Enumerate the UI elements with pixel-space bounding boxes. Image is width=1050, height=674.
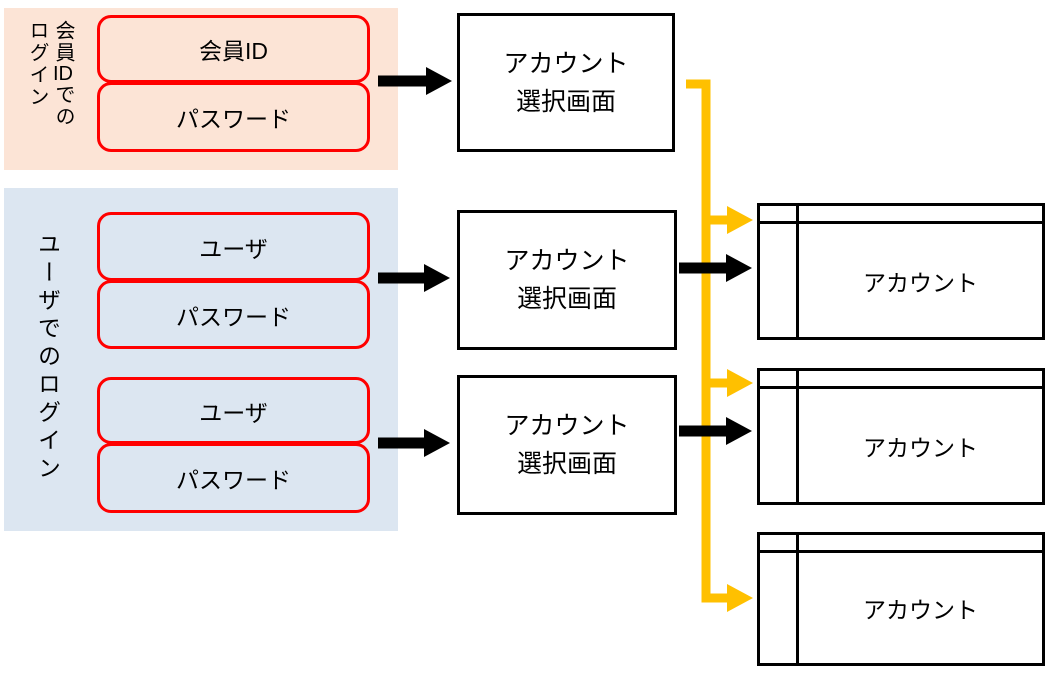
account-select-screen-2-line1: アカウント — [504, 247, 630, 275]
account-window-1-header-line — [760, 221, 1042, 224]
member-id-login-group: 会員IDでの ログイン 会員ID パスワード — [4, 8, 398, 170]
account-window-3-label: アカウント — [863, 597, 978, 623]
account-window-2-header-line — [760, 386, 1042, 389]
account-window-3-side-line — [796, 535, 799, 663]
user-password-field-1: パスワード — [97, 280, 370, 349]
user-field-1: ユーザ — [97, 212, 370, 281]
account-select-screen-3-line2: 選択画面 — [516, 450, 617, 478]
account-select-screen-2-line2: 選択画面 — [516, 285, 617, 313]
connector-branch-account1-arrowhead — [727, 206, 753, 234]
account-window-2-label: アカウント — [863, 434, 978, 461]
arrow-screen2-to-account1-head — [726, 254, 752, 282]
account-window-2-side-line — [796, 371, 799, 502]
account-select-screen-3-line1: アカウント — [504, 412, 630, 440]
user-login-group: ユーザでのログイン ユーザ パスワード ユーザ パスワード — [4, 188, 398, 531]
account-select-screen-1-line1: アカウント — [503, 49, 629, 78]
member-password-field: パスワード — [97, 82, 370, 152]
account-select-screen-3: アカウント 選択画面 — [457, 375, 677, 515]
account-window-3: アカウント — [757, 532, 1045, 666]
account-select-screen-1-line2: 選択画面 — [515, 87, 616, 116]
account-select-screen-2: アカウント 選択画面 — [457, 210, 677, 350]
arrow-member-to-screen1-head — [426, 67, 452, 95]
user-password-field-2: パスワード — [97, 443, 370, 513]
connector-branch-account2-arrowhead — [727, 369, 753, 397]
member-id-login-group-label-line1: 会員IDでの — [52, 20, 74, 128]
user-field-2: ユーザ — [97, 377, 370, 444]
account-select-screen-1: アカウント 選択画面 — [457, 13, 675, 152]
user-login-group-label: ユーザでのログイン — [34, 232, 61, 484]
arrow-user2-to-screen3-head — [424, 429, 450, 457]
member-id-field: 会員ID — [97, 15, 370, 83]
arrow-user1-to-screen2-head — [424, 264, 450, 292]
account-window-1: アカウント — [757, 203, 1045, 340]
member-id-login-group-label: 会員IDでの ログイン — [25, 20, 74, 170]
member-id-login-group-label-line2: ログイン — [26, 20, 48, 108]
connector-screen1-trunk — [686, 79, 728, 603]
account-window-1-label: アカウント — [863, 269, 978, 296]
connector-branch-account3-arrowhead — [727, 584, 753, 612]
account-window-2: アカウント — [757, 368, 1045, 505]
arrow-screen3-to-account2-head — [726, 417, 752, 445]
account-window-3-header-line — [760, 550, 1042, 553]
account-window-1-side-line — [796, 206, 799, 337]
